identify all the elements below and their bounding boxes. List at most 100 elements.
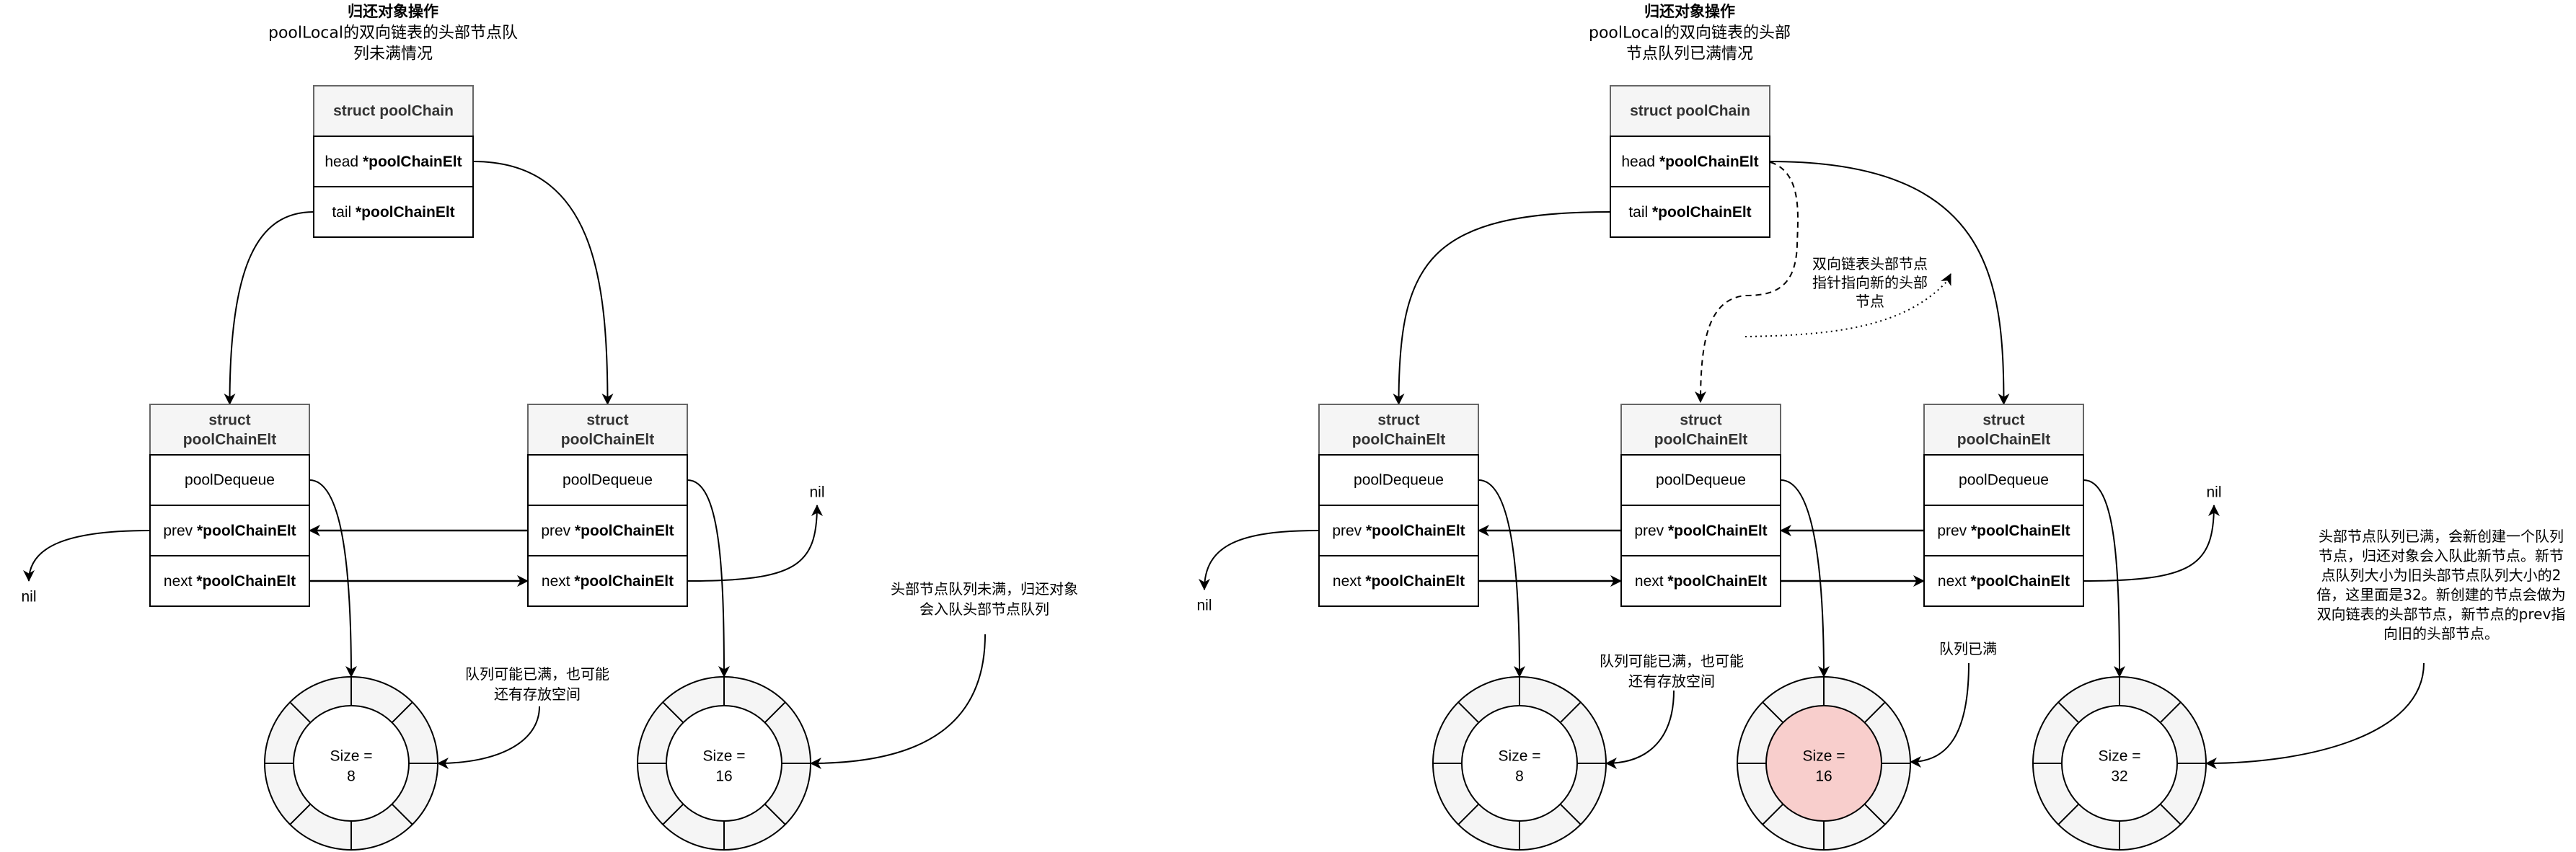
queue-slot-divider (1863, 803, 1886, 825)
queue-slot-divider (391, 803, 413, 825)
pool-chain-header (1610, 85, 1770, 137)
head-pointer (1769, 161, 2010, 405)
elt-title: struct (1377, 412, 1419, 429)
queue-slot-divider (1457, 803, 1480, 825)
next-field: next *poolChainElt (542, 573, 674, 590)
tail-field-name: tail (1628, 204, 1652, 221)
connectors-layer (23, 161, 2425, 769)
elt-header (1318, 404, 1479, 456)
elt-row (1318, 505, 1479, 556)
annotation-text: 头部节点队列已满，会新创建一个队列 (2319, 528, 2564, 545)
elt-row (527, 454, 688, 506)
annotation-text: 双向链表的头部节点，新节点的prev指 (2317, 605, 2566, 623)
queue-size-label: Size = (1499, 748, 1541, 765)
head-new-pointer-dashed (1695, 161, 1799, 403)
queue-size-label: Size = (1803, 748, 1845, 765)
queue-center (666, 705, 782, 822)
queue-slot-divider (2057, 803, 2080, 825)
next-field-type: *poolChainElt (1365, 573, 1465, 590)
queue-slot-divider (1762, 701, 1784, 724)
nil-label: nil (809, 484, 824, 501)
dequeue-field: poolDequeue (1656, 472, 1746, 489)
prev-field-type: *poolChainElt (1366, 523, 1465, 539)
panel-subtitle: poolLocal的双向链表的头部节点队 (268, 25, 518, 43)
prev-field-type: *poolChainElt (1971, 523, 2070, 539)
queue-slot-divider (289, 803, 312, 825)
annotation-text: 会入队头部节点队列 (919, 600, 1049, 618)
tail-field-name: tail (332, 204, 356, 221)
queue-slot-divider (2159, 701, 2182, 724)
queue-slot-divider (764, 701, 786, 724)
elt-title: poolChainElt (1957, 432, 2051, 448)
annotation-text: 队列可能已满，也可能 (465, 665, 609, 683)
annotation-text: 倍，这里面是32。新创建的节点会做为 (2316, 586, 2565, 603)
pool-chain-header (313, 85, 474, 137)
queue-size-value: 16 (1815, 768, 1832, 785)
nil-label: nil (21, 589, 36, 605)
queue-slot-divider (289, 701, 312, 724)
prev-nil-link (1199, 530, 1320, 590)
elt-row (1318, 555, 1479, 607)
prev-nil-link (23, 530, 151, 582)
note-arrow (2205, 662, 2425, 769)
head-field-name: head (1621, 154, 1659, 170)
elt-row (149, 454, 310, 506)
elt-row (1923, 505, 2084, 556)
next-field-type: *poolChainElt (1667, 573, 1767, 590)
elt-title: struct (586, 412, 628, 429)
elt-row (1620, 555, 1781, 607)
tail-field: tail *poolChainElt (1628, 204, 1751, 221)
prev-field-name: prev (1634, 523, 1668, 539)
next-field: next *poolChainElt (1333, 573, 1465, 590)
next-field-name: next (164, 573, 197, 590)
dequeue-connector (1780, 479, 1830, 678)
annotation-text: 还有存放空间 (1628, 673, 1715, 690)
pool-chain-tail-row (313, 186, 474, 238)
head-field-type: *poolChainElt (363, 154, 462, 170)
elt-row (1620, 505, 1781, 556)
queue-size-label: Size = (703, 748, 746, 765)
elt-title: poolChainElt (183, 432, 277, 448)
queue-center (293, 705, 410, 822)
next-field-name: next (542, 573, 575, 590)
queue-size-value: 16 (715, 768, 732, 785)
dequeue-connector (687, 479, 730, 678)
dequeue-field: poolDequeue (563, 472, 653, 489)
queue-slot-divider (391, 701, 413, 724)
panel-subtitle: 节点队列已满情况 (1626, 45, 1753, 63)
elt-header (1923, 404, 2084, 456)
elt-row (527, 505, 688, 556)
dequeue-connector (2083, 479, 2125, 678)
annotation-text: 队列可能已满，也可能 (1600, 652, 1744, 670)
prev-field-name: prev (1332, 523, 1366, 539)
elt-row (1620, 454, 1781, 506)
queue-slot-divider (662, 701, 684, 724)
elt-title: struct (1982, 412, 2024, 429)
note-arrow (1605, 690, 1675, 769)
next-field: next *poolChainElt (1635, 573, 1767, 590)
queue-size-value: 8 (347, 768, 356, 785)
next-field: next *poolChainElt (164, 573, 296, 590)
next-field-name: next (1635, 573, 1668, 590)
prev-field-name: prev (1937, 523, 1971, 539)
tail-pointer (1393, 211, 1611, 405)
next-nil-link (687, 505, 823, 582)
annotation-text: 节点 (1856, 293, 1884, 310)
queue-slot-divider (1559, 701, 1582, 724)
queue-center (1765, 705, 1882, 822)
elt-title: poolChainElt (1352, 432, 1446, 448)
prev-field-type: *poolChainElt (575, 523, 674, 539)
annotation-text: 向旧的头部节点。 (2383, 625, 2499, 642)
prev-field-name: prev (163, 523, 197, 539)
nil-label: nil (1196, 598, 1212, 614)
annotation-text: 队列已满 (1939, 640, 1997, 657)
tail-field-type: *poolChainElt (1652, 204, 1752, 221)
next-field-type: *poolChainElt (196, 573, 296, 590)
nil-label: nil (2206, 484, 2221, 501)
panel-subtitle: 列未满情况 (353, 45, 433, 63)
prev-field-name: prev (541, 523, 575, 539)
pool-chain-head-row (1610, 136, 1770, 187)
queue-center (1461, 705, 1578, 822)
